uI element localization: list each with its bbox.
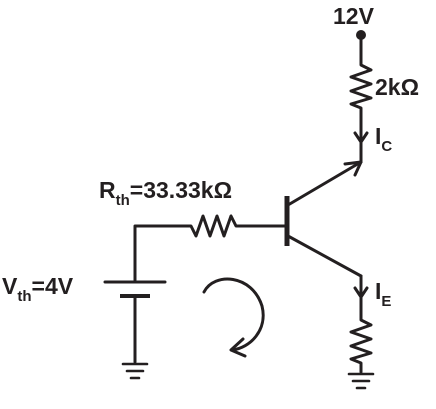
thevenin-resistor-value: =33.33kΩ: [130, 177, 232, 203]
transistor-collector-leg: [286, 160, 363, 207]
emitter-current-label: IE: [375, 278, 391, 310]
emitter-current-symbol: I: [375, 278, 381, 304]
supply-voltage-label: 12V: [333, 3, 375, 29]
thevenin-source-subscript: th: [17, 288, 31, 305]
collector-current-label: IC: [375, 123, 392, 155]
thevenin-resistor: [184, 214, 242, 238]
collector-current-arrow: [353, 131, 369, 144]
emitter-current-arrow: [353, 286, 369, 299]
collector-leg-arrowhead: [343, 160, 363, 177]
thevenin-resistor-subscript: th: [116, 192, 130, 209]
emitter-ground-symbol: [347, 372, 375, 390]
loop-direction-arrow: [202, 277, 265, 358]
thevenin-source-symbol: V: [2, 273, 18, 299]
emitter-resistor: [349, 314, 373, 374]
collector-resistor: [349, 58, 373, 114]
thevenin-source-label: Vth=4V: [2, 273, 74, 305]
collector-current-subscript: C: [381, 138, 392, 155]
thevenin-resistor-symbol: R: [99, 177, 116, 203]
emitter-current-subscript: E: [381, 293, 391, 310]
source-ground-symbol: [121, 362, 149, 380]
thevenin-resistor-label: Rth=33.33kΩ: [99, 177, 232, 209]
thevenin-source-value: =4V: [32, 273, 74, 299]
transistor-emitter-leg: [286, 234, 363, 278]
collector-current-symbol: I: [375, 123, 381, 149]
thevenin-source-wire: [133, 224, 188, 282]
collector-resistor-label: 2kΩ: [375, 74, 419, 100]
